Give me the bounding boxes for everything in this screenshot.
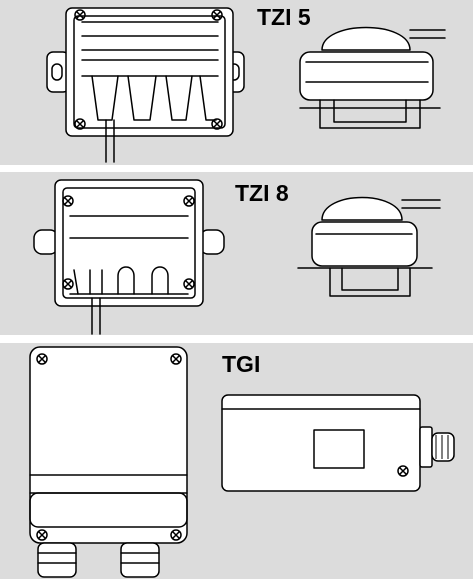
label-tgi: TGI — [222, 351, 261, 377]
tzi8-side-view — [297, 196, 441, 297]
tzi5-front-view — [46, 7, 245, 163]
label-tzi5: TZI 5 — [257, 4, 311, 30]
tzi5-drawings — [46, 7, 446, 163]
tzi8-drawings — [33, 179, 441, 335]
tgi-side-view — [221, 394, 455, 492]
panel-tzi8: TZI 8 — [0, 172, 473, 335]
label-tzi8: TZI 8 — [235, 180, 289, 206]
panel-tgi: TGI — [0, 343, 473, 579]
tgi-drawings — [29, 346, 455, 578]
tzi8-front-view — [33, 179, 225, 335]
tgi-front-view — [29, 346, 188, 578]
tzi5-side-view — [299, 26, 446, 129]
panel-tzi5: TZI 5 — [0, 0, 473, 165]
